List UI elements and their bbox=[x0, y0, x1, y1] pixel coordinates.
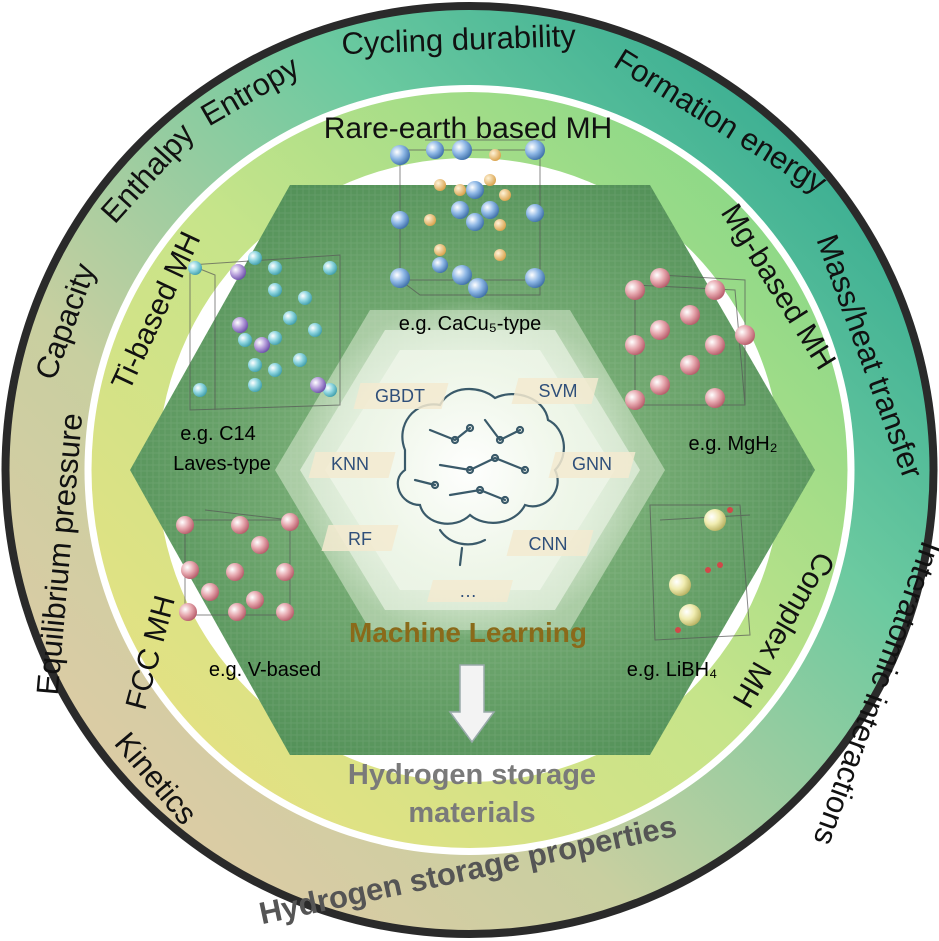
target-line2: materials bbox=[408, 797, 535, 829]
ml-method-gbdt: GBDT bbox=[375, 386, 425, 406]
inner-label-rare-earth: Rare-earth based MH bbox=[324, 112, 612, 145]
example-ti-line2: Laves-type bbox=[173, 453, 271, 475]
ml-title: Machine Learning bbox=[349, 617, 587, 648]
crystal-mg bbox=[625, 268, 755, 410]
crystal-ti-c14 bbox=[188, 251, 341, 411]
ml-method-gnn: GNN bbox=[572, 454, 612, 474]
ml-method-svm: SVM bbox=[538, 381, 577, 401]
ml-methods: GBDT SVM KNN GNN RF CNN … bbox=[308, 378, 636, 602]
example-rare-earth: e.g. CaCu₅-type bbox=[399, 313, 542, 335]
ml-method-cnn: CNN bbox=[529, 534, 568, 554]
example-complex: e.g. LiBH₄ bbox=[627, 659, 717, 681]
ml-method-more: … bbox=[459, 581, 477, 601]
target-line1: Hydrogen storage bbox=[348, 759, 596, 791]
example-labels: e.g. CaCu₅-type e.g. MgH₂ e.g. LiBH₄ e.g… bbox=[173, 313, 777, 681]
ml-method-rf: RF bbox=[348, 529, 372, 549]
ml-method-knn: KNN bbox=[331, 454, 369, 474]
down-arrow-icon bbox=[448, 664, 496, 744]
example-mg: e.g. MgH₂ bbox=[689, 433, 778, 455]
crystal-rare-earth bbox=[390, 139, 545, 298]
outer-label-cycling: Cycling durability bbox=[341, 18, 577, 61]
crystal-complex bbox=[649, 504, 751, 641]
example-ti-line1: e.g. C14 bbox=[180, 423, 256, 445]
example-fcc: e.g. V-based bbox=[209, 659, 321, 681]
crystal-fcc-v bbox=[176, 509, 299, 621]
